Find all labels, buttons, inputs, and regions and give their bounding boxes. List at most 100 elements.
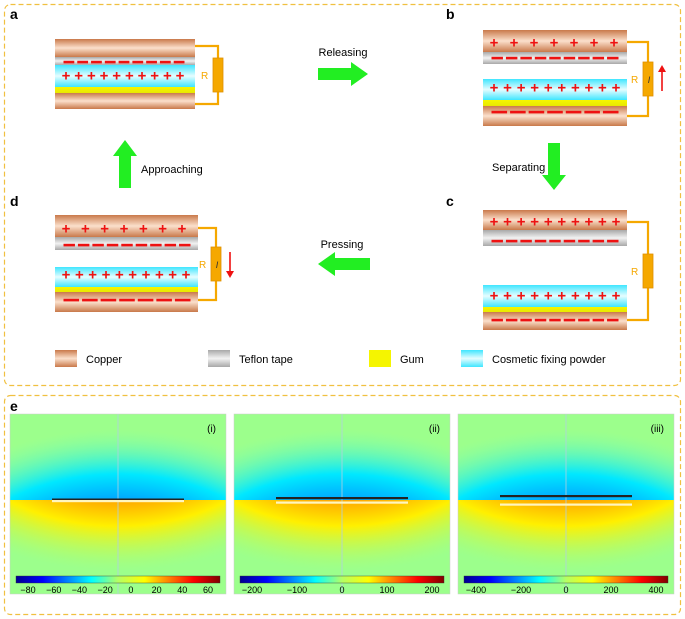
positive-charge: +: [490, 214, 499, 231]
lower-plate: [52, 500, 184, 503]
positive-charge: +: [87, 68, 96, 85]
cu-layer: [483, 30, 627, 52]
positive-charge: +: [544, 214, 553, 231]
negative-charge: [491, 110, 508, 114]
positive-charge: +: [571, 214, 580, 231]
approaching-arrow: Approaching: [113, 140, 203, 188]
colorbar-tick-label: 200: [603, 585, 618, 595]
positive-charge: +: [612, 80, 621, 97]
tef-layer: [55, 237, 198, 250]
positive-charge: +: [128, 267, 137, 284]
negative-charge: [520, 318, 532, 322]
releasing-arrow: Releasing: [318, 47, 368, 86]
negative-charge: [77, 60, 89, 64]
positive-charge: +: [557, 288, 566, 305]
negative-charge: [592, 56, 605, 60]
tef-layer: [483, 230, 627, 246]
negative-charge: [592, 318, 605, 322]
positive-charge: +: [168, 267, 177, 284]
colorbar-tick-label: 100: [379, 585, 394, 595]
negative-charge: [563, 56, 576, 60]
plot-border: [9, 413, 227, 595]
negative-charge: [563, 239, 576, 243]
positive-charge: +: [598, 80, 607, 97]
negative-charge: [63, 298, 80, 302]
positive-charge: +: [490, 80, 499, 97]
positive-charge: +: [503, 80, 512, 97]
resistor-label: R: [199, 260, 206, 271]
positive-charge: +: [75, 267, 84, 284]
pow-layer: [55, 267, 198, 287]
negative-charge: [106, 243, 119, 247]
releasing-label: Releasing: [319, 47, 368, 59]
positive-charge: +: [544, 80, 553, 97]
negative-charge: [150, 243, 162, 247]
positive-charge: +: [612, 214, 621, 231]
negative-charge: [578, 56, 590, 60]
pow-layer: [483, 79, 627, 100]
positive-charge: +: [100, 68, 109, 85]
negative-charge: [77, 243, 90, 247]
positive-charge: +: [598, 288, 607, 305]
negative-charge: [578, 239, 590, 243]
positive-charge: +: [490, 35, 499, 52]
negative-charge: [146, 60, 157, 64]
resistor-label: R: [631, 75, 638, 86]
positive-charge: +: [182, 267, 191, 284]
positive-charge: +: [517, 288, 526, 305]
positive-charge: +: [598, 214, 607, 231]
negative-charge: [584, 110, 600, 114]
schematic-frame: [3, 3, 682, 387]
negative-charge: [491, 56, 503, 60]
negative-charge: [534, 318, 547, 322]
positive-charge: +: [517, 80, 526, 97]
separating-arrow: Separating: [492, 143, 566, 190]
negative-charge: [132, 60, 144, 64]
current-label: I: [216, 260, 219, 270]
colorbar-tick-label: −200: [511, 585, 531, 595]
positive-charge: +: [490, 288, 499, 305]
positive-charge: +: [176, 68, 185, 85]
negative-charge: [505, 56, 518, 60]
positive-charge: +: [570, 35, 579, 52]
positive-charge: +: [530, 288, 539, 305]
negative-charge: [63, 243, 75, 247]
negative-charge: [159, 60, 171, 64]
positive-charge: +: [510, 35, 519, 52]
negative-charge: [505, 239, 518, 243]
current-label: I: [648, 75, 651, 85]
current-arrowhead: [226, 271, 234, 278]
colorbar: [15, 575, 221, 584]
positive-charge: +: [163, 68, 172, 85]
gum-layer: [483, 100, 627, 106]
positive-charge: +: [62, 267, 71, 284]
colorbar-tick-label: 0: [563, 585, 568, 595]
negative-charge: [520, 239, 532, 243]
negative-charge: [547, 110, 563, 114]
colorbar-tick-label: −400: [466, 585, 486, 595]
current-arrowhead: [658, 65, 666, 72]
panel-label-d: d: [10, 193, 19, 209]
gum-layer: [55, 287, 198, 292]
negative-charge: [549, 56, 561, 60]
negative-charge: [156, 298, 172, 302]
colorbar-tick-label: 200: [424, 585, 439, 595]
legend: Copper Teflon tape Gum Cosmetic fixing p…: [55, 350, 606, 367]
positive-charge: +: [503, 214, 512, 231]
negative-charge: [82, 298, 98, 302]
plot-border: [457, 413, 675, 595]
negative-charge: [602, 110, 619, 114]
positive-charge: +: [557, 214, 566, 231]
colorbar-tick-label: 60: [203, 585, 213, 595]
negative-charge: [179, 243, 191, 247]
positive-charge: +: [612, 288, 621, 305]
plot-border: [233, 413, 451, 595]
plot-label: (iii): [651, 424, 664, 435]
resistor: [212, 57, 224, 93]
colorbar: [463, 575, 669, 584]
panel-label-a: a: [10, 6, 18, 22]
colorbar-tick-label: −80: [20, 585, 35, 595]
positive-charge: +: [102, 267, 111, 284]
